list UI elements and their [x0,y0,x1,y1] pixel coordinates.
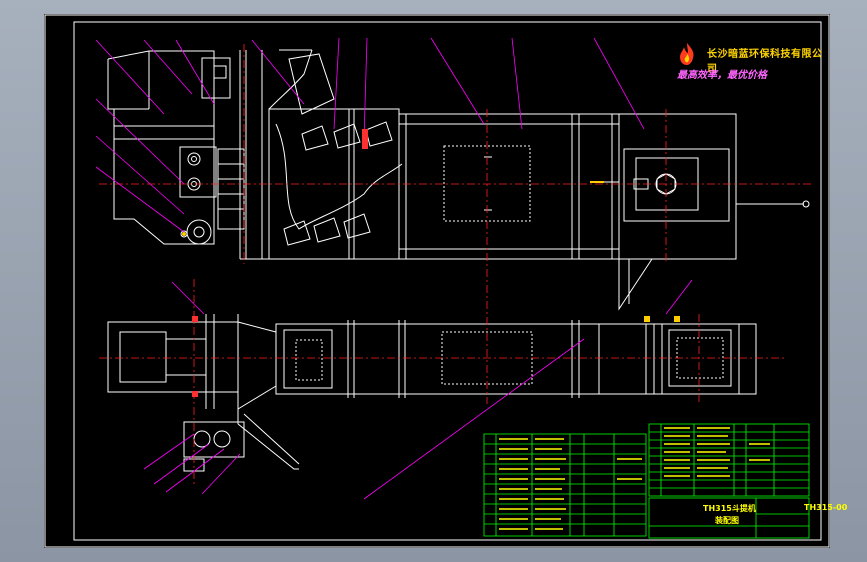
drawing-title: TH315斗提机 [703,504,756,513]
parts-list-right [648,423,810,539]
company-logo [680,43,694,65]
parts-list-cell-marks [499,427,770,530]
center-lines [99,44,814,484]
elevation-view [107,49,810,311]
plan-view [107,314,757,472]
outer-frame [44,14,830,548]
leader-lines [95,37,693,500]
assembly-drawing [44,14,830,548]
drawing-code: TH315-00 [804,503,848,512]
inner-frame [73,21,822,541]
cad-viewport[interactable]: 长沙暗蓝环保科技有限公司 最高效率，最优价格 TH315斗提机 装配图 TH31… [44,14,847,548]
parts-list-left [483,433,647,537]
company-slogan: 最高效率，最优价格 [677,70,767,81]
detail-marks [182,129,680,397]
company-name: 长沙暗蓝环保科技有限公司 [707,49,823,75]
drawing-subtitle: 装配图 [715,516,739,525]
